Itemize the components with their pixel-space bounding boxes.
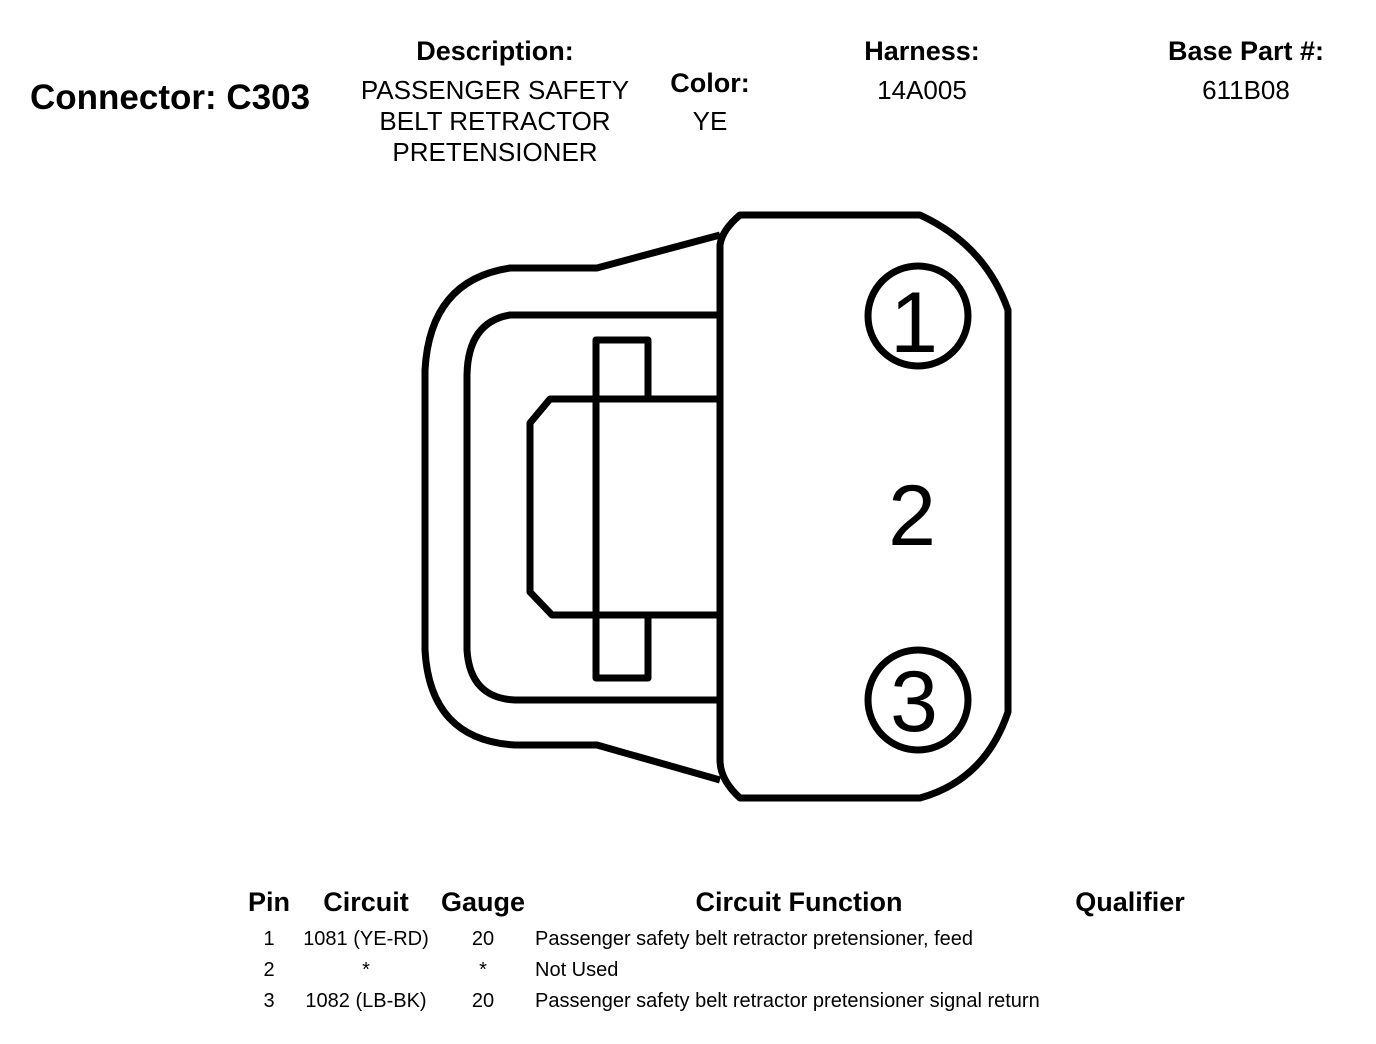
cell-circuit: *	[362, 959, 370, 981]
col-header-pin: Pin	[247, 887, 290, 917]
latch-tongue	[526, 395, 720, 619]
color-value: YE	[692, 106, 728, 136]
cell-circuit: 1082 (LB-BK)	[305, 990, 427, 1012]
col-header-gauge: Gauge	[440, 887, 526, 917]
col-header-function: Circuit Function	[695, 887, 903, 917]
connector-title: Connector: C303	[30, 78, 311, 117]
harness-value: 14A005	[877, 75, 967, 105]
col-header-circuit: Circuit	[323, 887, 409, 917]
cell-pin: 2	[263, 959, 275, 981]
cell-function: Not Used	[535, 959, 619, 981]
pin-3-label: 3	[890, 654, 938, 750]
latch-shroud-inner	[463, 311, 720, 704]
pin-1-label: 1	[890, 275, 938, 371]
description-line: BELT RETRACTOR	[379, 106, 611, 136]
cell-gauge: *	[479, 959, 487, 981]
description-line: PASSENGER SAFETY	[360, 75, 630, 105]
cell-circuit: 1081 (YE-RD)	[303, 928, 429, 950]
cell-pin: 3	[263, 990, 275, 1012]
color-label: Color:	[670, 68, 750, 98]
col-header-qualifier: Qualifier	[1075, 887, 1185, 917]
pin-3-circle	[864, 646, 972, 754]
harness-label: Harness:	[864, 36, 980, 66]
base-part-value: 611B08	[1202, 75, 1290, 105]
cell-function: Passenger safety belt retractor pretensi…	[535, 990, 1040, 1012]
latch-shroud-outer	[421, 231, 721, 784]
base-part-label: Base Part #:	[1167, 36, 1325, 66]
latch-bar	[592, 336, 652, 399]
latch-bar	[592, 399, 652, 682]
cell-gauge: 20	[471, 928, 495, 950]
connector-body-outline	[716, 211, 1012, 802]
cell-function: Passenger safety belt retractor pretensi…	[535, 928, 974, 950]
cell-pin: 1	[263, 928, 275, 950]
description-label: Description:	[416, 36, 574, 66]
cell-gauge: 20	[471, 990, 495, 1012]
pin-1-circle	[864, 262, 972, 370]
description-line: PRETENSIONER	[392, 137, 598, 167]
description-value: PASSENGER SAFETY BELT RETRACTOR PRETENSI…	[345, 75, 645, 168]
pin-2-label: 2	[888, 468, 936, 564]
